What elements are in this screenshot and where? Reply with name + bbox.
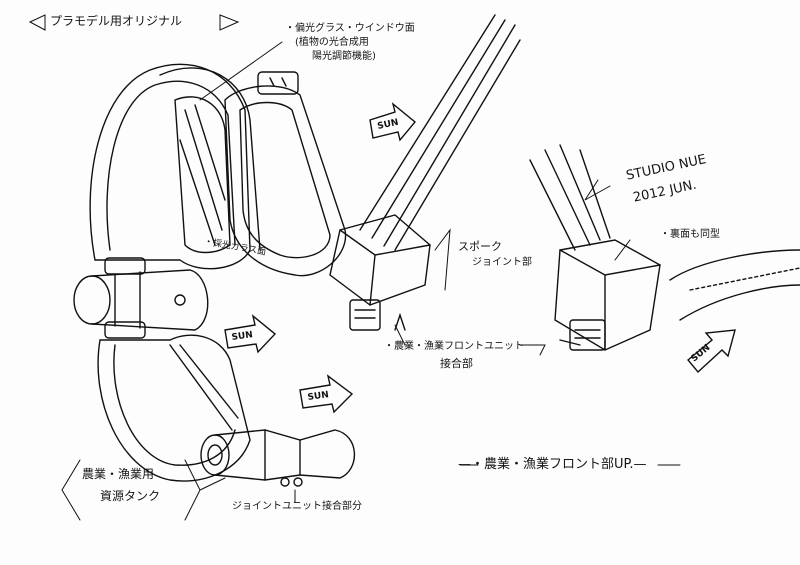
front-block (329, 214, 431, 331)
sun-arrow: SUN (369, 102, 416, 142)
right-assembly (529, 144, 800, 351)
sun-arrow-label: SUN (690, 343, 713, 364)
label-polarized-glass-note: (植物の光合成用 (295, 37, 369, 48)
label-polarized-glass: ・偏光グラス・ウインドウ面 (285, 23, 415, 34)
label-plamodel-original: プラモデル用オリジナル (50, 14, 183, 28)
lower-curved-panel (97, 334, 251, 482)
label-spoke-joint: ジョイント部 (472, 257, 532, 268)
sun-arrow: SUN (299, 374, 354, 414)
label-joint-unit: ジョイントユニット接合部分 (232, 501, 362, 512)
label-tank: 農業・漁業用 (82, 467, 155, 481)
joint-cylinder (73, 257, 209, 339)
sun-arrow: SUN (687, 329, 736, 374)
resource-tank (200, 429, 356, 487)
label-front-unit: ・農業・漁業フロントユニット (384, 341, 524, 352)
left-curved-panel (89, 63, 261, 270)
label-front-unit-joint: 接合部 (440, 357, 473, 370)
sun-arrow-label: SUN (231, 330, 254, 343)
label-spoke: スポーク (458, 240, 502, 253)
sun-arrow: SUN (224, 314, 277, 354)
sun-arrow-label: SUN (377, 118, 400, 132)
caption: —・農業・漁業フロント部UP.— (458, 457, 647, 472)
spoke-rods (359, 14, 521, 251)
annotation-lines (28, 14, 681, 521)
label-back-same: ・裏面も同型 (660, 229, 720, 240)
upper-segment (224, 71, 347, 277)
label-tank-2: 資源タンク (100, 489, 161, 503)
sun-arrow-label: SUN (307, 390, 330, 403)
label-polarized-glass-note-2: 陽光調節機能) (312, 51, 376, 62)
